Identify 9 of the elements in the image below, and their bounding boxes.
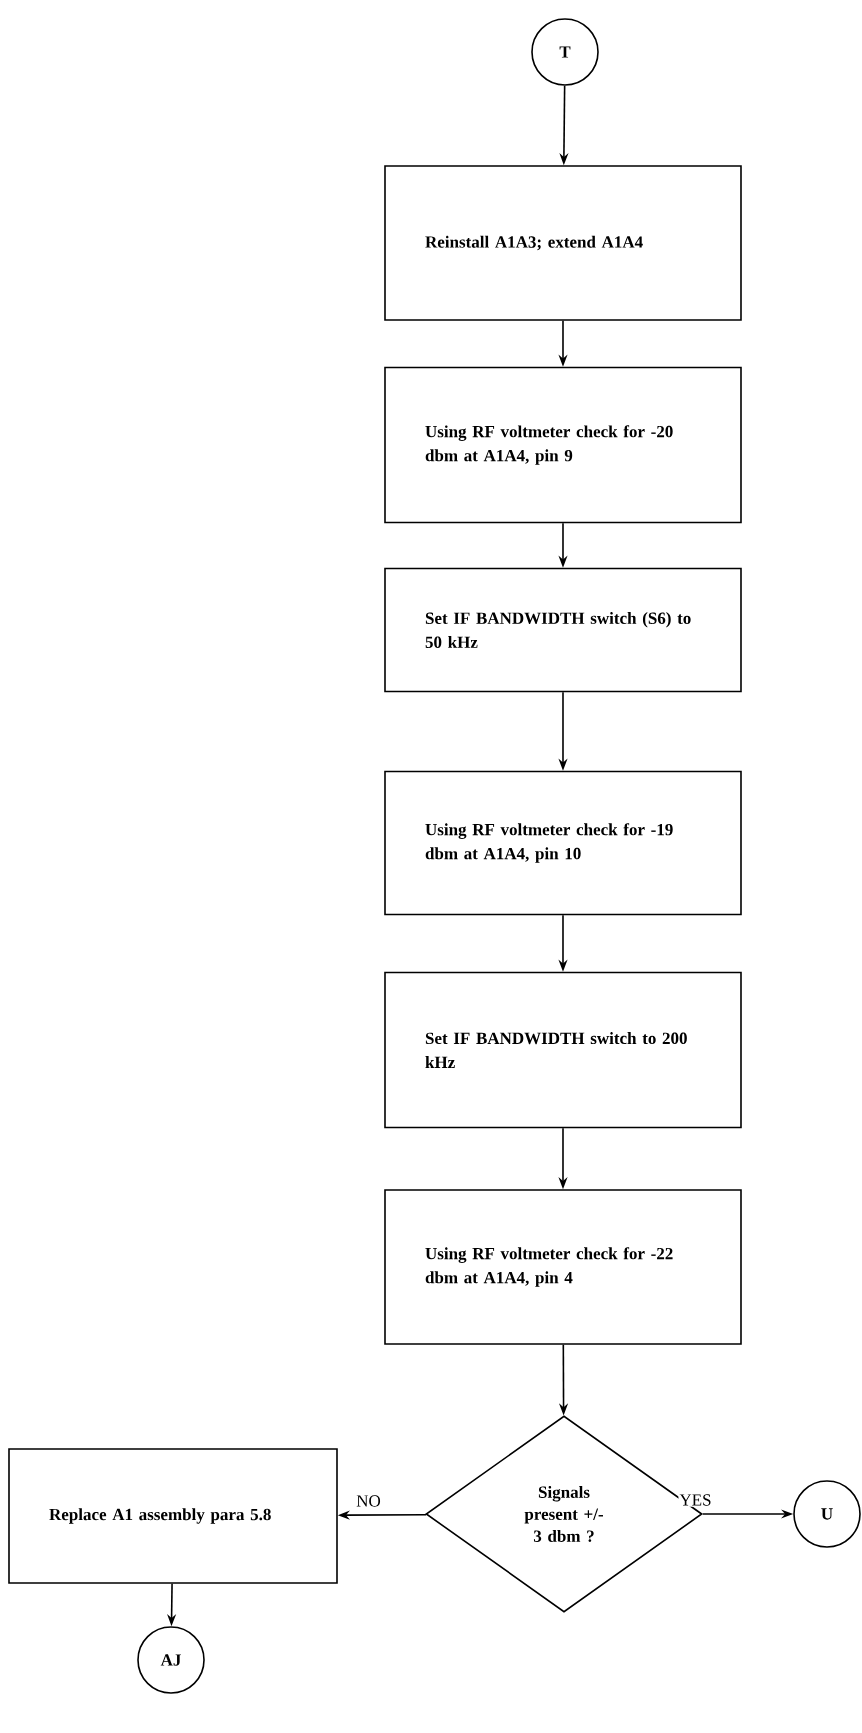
- edge-label: NO: [355, 1494, 382, 1508]
- process-box: Set IF BANDWIDTH switch (S6) to 50 kHz: [384, 567, 742, 693]
- process-box: Replace A1 assembly para 5.8: [8, 1448, 338, 1584]
- process-box: Using RF voltmeter check for -22 dbm at A1A4, pin 4: [384, 1189, 742, 1345]
- process-box: Set IF BANDWIDTH switch to 200 kHz: [384, 971, 742, 1129]
- process-box: Reinstall A1A3; extend A1A4: [384, 165, 742, 321]
- process-box: Using RF voltmeter check for -20 dbm at A1A4, pin 9: [384, 366, 742, 524]
- process-box: Using RF voltmeter check for -19 dbm at A1A4, pin 10: [384, 770, 742, 916]
- edge-label: YES: [678, 1493, 713, 1507]
